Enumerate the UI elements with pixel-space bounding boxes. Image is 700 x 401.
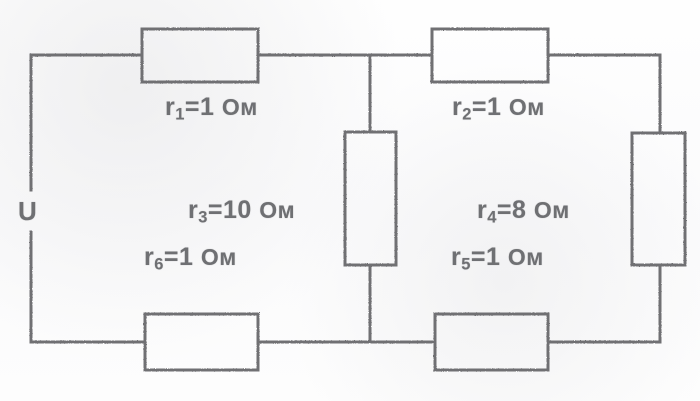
r2-subscript: 2: [462, 105, 472, 124]
r3-unit: Ом: [259, 197, 296, 223]
r4-unit: Ом: [533, 197, 570, 223]
r1-unit: Ом: [221, 94, 258, 120]
r5-symbol: r: [451, 243, 462, 271]
resistor-r3-body: [343, 130, 398, 267]
r5-unit: Ом: [507, 244, 544, 270]
r4-equals: =: [496, 196, 513, 224]
voltage-source-symbol: U: [18, 196, 38, 226]
r1-value: 1: [200, 93, 215, 121]
r1-symbol: r: [165, 93, 176, 121]
resistor-r2-body: [430, 27, 550, 84]
resistor-r4-body: [630, 131, 687, 267]
r6-subscript: 6: [154, 255, 164, 274]
r6-equals: =: [163, 243, 180, 271]
label-resistor-r5: r5=1 Ом: [451, 243, 544, 275]
resistor-r6-body: [143, 312, 260, 372]
r6-symbol: r: [144, 243, 155, 271]
r5-subscript: 5: [461, 255, 471, 274]
label-resistor-r2: r2=1 Ом: [452, 93, 545, 125]
r1-subscript: 1: [175, 105, 185, 124]
label-resistor-r3: r3=10 Ом: [188, 196, 295, 228]
r2-symbol: r: [452, 93, 463, 121]
r3-value: 10: [223, 196, 252, 224]
label-resistor-r6: r6=1 Ом: [144, 243, 237, 275]
r1-equals: =: [184, 93, 201, 121]
label-resistor-r4: r4=8 Ом: [477, 196, 570, 228]
r3-subscript: 3: [198, 208, 208, 227]
r3-equals: =: [207, 196, 224, 224]
r6-unit: Ом: [200, 244, 237, 270]
r5-equals: =: [470, 243, 487, 271]
label-resistor-r1: r1=1 Ом: [165, 93, 258, 125]
r5-value: 1: [486, 243, 501, 271]
r4-symbol: r: [477, 196, 488, 224]
r3-symbol: r: [188, 196, 199, 224]
r2-equals: =: [471, 93, 488, 121]
r2-unit: Ом: [508, 94, 545, 120]
circuit-wires-group: [29, 27, 687, 372]
r4-value: 8: [512, 196, 527, 224]
r4-subscript: 4: [487, 208, 497, 227]
resistor-r1-body: [140, 27, 260, 84]
label-voltage-source: U: [18, 196, 37, 227]
r6-value: 1: [179, 243, 194, 271]
r2-value: 1: [487, 93, 502, 121]
resistor-r5-body: [433, 312, 550, 372]
